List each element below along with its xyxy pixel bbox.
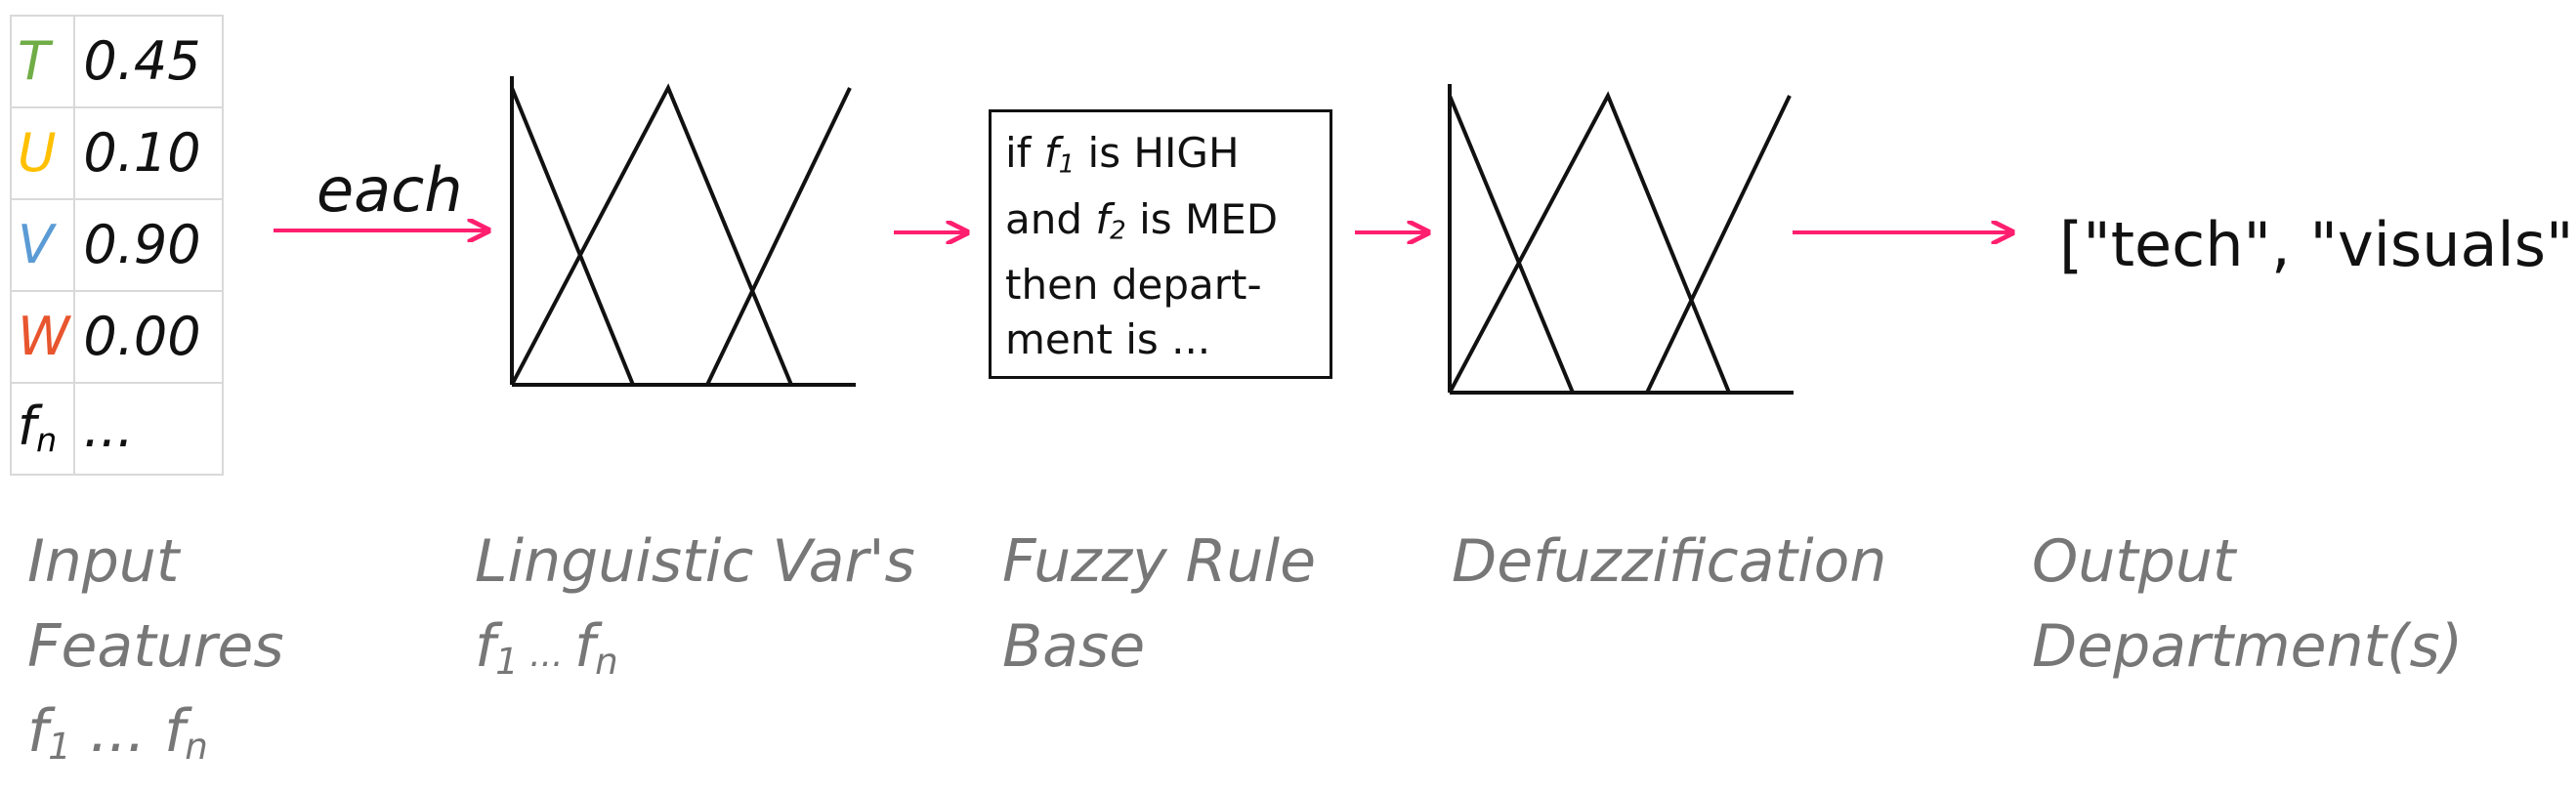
caption-input-f-a: f — [27, 697, 49, 766]
caption-linguistic-line1: Linguistic Var's — [475, 527, 915, 596]
rule-line1-sub: 1 — [1058, 149, 1076, 180]
caption-linguistic-vars: Linguistic Var's f1 ... fn — [475, 520, 915, 704]
feature-name-cell: T — [9, 15, 76, 108]
feature-name: f — [18, 396, 37, 458]
rule-line-1: if f1 is HIGH — [1005, 126, 1330, 192]
caption-linguistic-line2: f1 ... fn — [475, 605, 915, 704]
graph2-low-function — [1448, 95, 1575, 394]
caption-defuzzification: Defuzzification — [1452, 520, 1886, 605]
caption-output-line1: Output — [2032, 527, 2236, 596]
feature-row: U 0.10 — [9, 106, 225, 200]
caption-linguistic-f-a: f — [475, 612, 496, 681]
output-departments-value: ["tech", "visuals"] — [2059, 209, 2576, 280]
feature-value: 0.00 — [73, 290, 225, 384]
rule-line1-post: is HIGH — [1075, 129, 1240, 177]
arrow-label-each: each — [317, 154, 463, 226]
feature-name-subscript: n — [36, 421, 58, 460]
caption-linguistic-mid: ... — [518, 635, 575, 675]
rule-line2-pre: and — [1005, 194, 1096, 243]
caption-input-sub-b: n — [185, 725, 208, 769]
graph1-low-function — [510, 87, 635, 386]
caption-input-f-b: f — [164, 697, 186, 766]
linguistic-membership-graph — [510, 76, 856, 387]
caption-output-line2: Department(s) — [2032, 612, 2464, 681]
caption-input-features: Input Features f1 ... fn — [27, 520, 284, 789]
fuzzy-rule-box: if f1 is HIGH and f2 is MED then depart-… — [989, 109, 1332, 379]
rule-line-2: and f2 is MED — [1005, 192, 1330, 259]
feature-name-cell: fn — [9, 382, 76, 476]
caption-defuzz-line1: Defuzzification — [1452, 527, 1887, 596]
feature-name: W — [18, 306, 70, 367]
feature-row: T 0.45 — [9, 15, 225, 108]
caption-fuzzy-rule-base: Fuzzy Rule Base — [1002, 520, 1316, 689]
rule-line-3: then depart- — [1005, 261, 1262, 310]
graph1-med-function — [510, 83, 793, 386]
caption-input-line2: Features — [27, 612, 284, 681]
feature-value: ... — [73, 382, 225, 476]
graph2-med-function — [1448, 91, 1731, 394]
rule-line2-post: is MED — [1125, 194, 1279, 243]
caption-linguistic-sub-b: n — [595, 640, 618, 684]
feature-row: fn... — [9, 382, 225, 476]
caption-input-mid: ... — [70, 697, 165, 766]
feature-name-cell: W — [9, 290, 76, 384]
feature-name: U — [18, 122, 57, 184]
graph1-high-function — [705, 87, 852, 386]
feature-value: 0.90 — [73, 198, 225, 292]
caption-input-line1: Input — [27, 527, 180, 596]
rule-line1-var: f — [1043, 129, 1059, 177]
caption-rule-line1: Fuzzy Rule — [1002, 527, 1316, 596]
defuzz-membership-graph — [1448, 84, 1794, 395]
feature-name: T — [18, 30, 50, 92]
feature-row: V 0.90 — [9, 198, 225, 292]
rule-line2-var: f — [1095, 194, 1111, 243]
rule-line2-sub: 2 — [1110, 216, 1126, 246]
caption-linguistic-sub-a: 1 — [495, 640, 519, 684]
feature-name: V — [18, 214, 54, 275]
feature-value: 0.45 — [73, 15, 225, 108]
feature-name-cell: V — [9, 198, 76, 292]
caption-linguistic-f-b: f — [574, 612, 596, 681]
caption-output-departments: Output Department(s) — [2032, 520, 2463, 689]
caption-input-line3: f1 ... fn — [27, 689, 284, 789]
caption-rule-line2: Base — [1002, 612, 1146, 681]
rule-line-4: ment is ... — [1005, 315, 1211, 364]
rule-line1-pre: if — [1005, 129, 1044, 177]
feature-name-cell: U — [9, 106, 76, 200]
graph2-high-function — [1645, 95, 1792, 394]
feature-value: 0.10 — [73, 106, 225, 200]
caption-input-sub-a: 1 — [48, 725, 71, 769]
